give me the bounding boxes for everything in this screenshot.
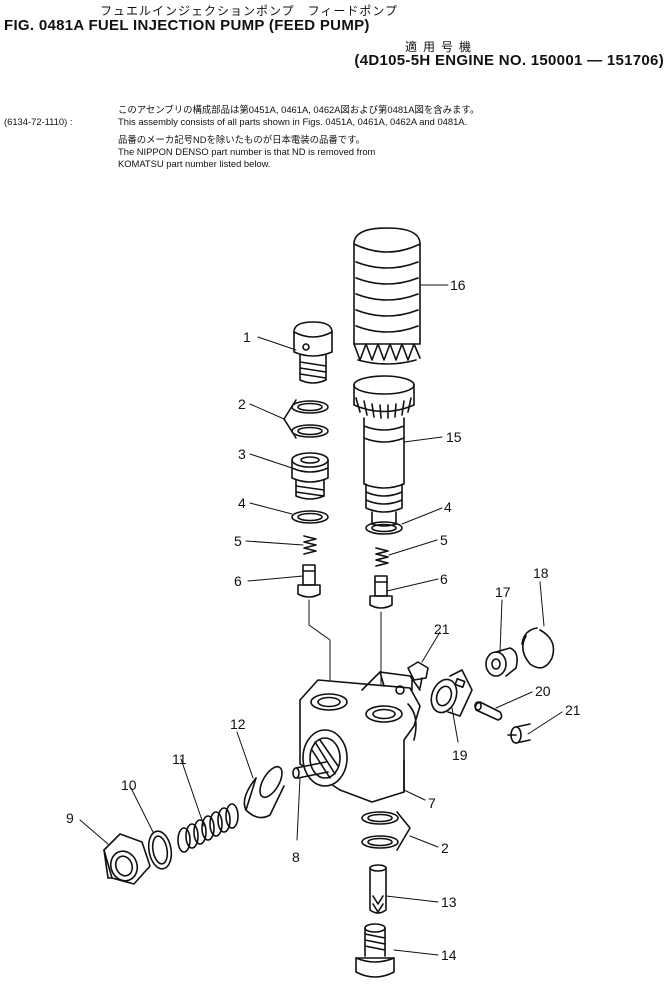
part-16-cap: [353, 227, 421, 365]
denso-note-japanese: 品番のメーカ記号NDを除いたものが日本電装の品番です。: [118, 134, 365, 145]
part-10-gasket: [147, 830, 173, 870]
callout-17: 17: [495, 584, 511, 600]
part-9-plug-nut: [103, 833, 151, 885]
part-18-snap-ring: [521, 627, 555, 669]
callout-19: 19: [452, 747, 468, 763]
callout-18: 18: [533, 565, 549, 581]
part-2-gaskets-lower: [361, 811, 411, 851]
callout-16: 16: [450, 277, 466, 293]
callout-9: 9: [66, 810, 74, 826]
assembly-part-code: (6134-72-1110) :: [4, 116, 73, 127]
part-11-spring: [177, 803, 239, 853]
part-1-banjo-bolt: [293, 321, 333, 384]
callout-2-upper: 2: [238, 396, 246, 412]
part-15-priming-pump: [353, 375, 415, 527]
assembly-guide-lines: [308, 599, 382, 691]
part-19-cam-collar: [430, 669, 473, 717]
part-21-screw-upper: [407, 661, 429, 691]
callout-numbers: 1 2 3 4 5 6 16 15 4 5 6 18 17 21 20 21 1…: [66, 277, 581, 963]
engine-serial-range: (4D105-5H ENGINE NO. 150001 — 151706): [354, 52, 664, 69]
callout-3: 3: [238, 446, 246, 462]
denso-note-english-line-2: KOMATSU part number listed below.: [118, 158, 271, 169]
callout-7: 7: [428, 795, 436, 811]
callout-6-left: 6: [234, 573, 242, 589]
part-3-fitting: [291, 452, 329, 500]
callout-6-right: 6: [440, 571, 448, 587]
part-21-screw-lower: [507, 723, 531, 744]
part-20-pin: [474, 701, 503, 721]
callout-2-lower: 2: [441, 840, 449, 856]
part-14-plug-bolt: [355, 923, 395, 978]
callout-4-right: 4: [444, 499, 452, 515]
part-17-roller: [485, 647, 518, 677]
callout-13: 13: [441, 894, 457, 910]
part-6-check-valves: [297, 564, 393, 609]
callout-1: 1: [243, 329, 251, 345]
callout-5-right: 5: [440, 532, 448, 548]
callout-21-upper: 21: [434, 621, 450, 637]
japanese-title: フュエルインジェクションポンプ フィードポンプ: [100, 4, 399, 18]
callout-10: 10: [121, 777, 137, 793]
callout-4-left: 4: [238, 495, 246, 511]
callout-5-left: 5: [234, 533, 242, 549]
part-4-gaskets: [291, 510, 403, 535]
assembly-note-japanese: このアセンブリの構成部品は第0451A, 0461A, 0462A図および第04…: [118, 104, 480, 115]
part-2-gaskets-upper: [283, 399, 329, 439]
figure-title: FIG. 0481A FUEL INJECTION PUMP (FEED PUM…: [4, 17, 370, 34]
callout-21-lower: 21: [565, 702, 581, 718]
part-7-pump-housing: [299, 671, 421, 803]
callout-leader-lines: [79, 284, 563, 956]
applicability-label: 適用号機: [405, 40, 478, 54]
assembly-note-english: This assembly consists of all parts show…: [118, 116, 468, 127]
callout-20: 20: [535, 683, 551, 699]
callout-14: 14: [441, 947, 457, 963]
part-5-springs: [303, 535, 389, 567]
denso-note-english-line-1: The NIPPON DENSO part number is that ND …: [118, 146, 376, 157]
part-8-shaft: [292, 761, 329, 779]
callout-15: 15: [446, 429, 462, 445]
callout-12: 12: [230, 716, 246, 732]
callout-8: 8: [292, 849, 300, 865]
part-12-piston: [243, 765, 285, 819]
part-13-pin: [369, 864, 387, 914]
callout-11: 11: [172, 751, 187, 767]
